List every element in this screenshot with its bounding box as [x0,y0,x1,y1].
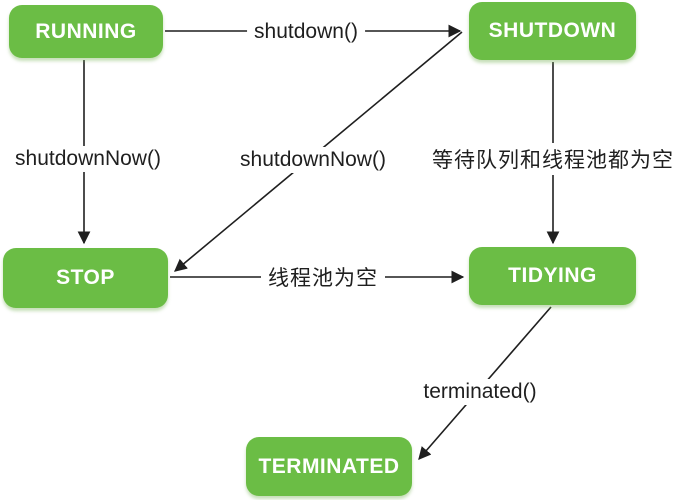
edge-label-queue-and-pool-empty: 等待队列和线程池都为空 [425,143,677,175]
edge-label-shutdownnow-middle: shutdownNow() [233,147,393,173]
state-node-stop: STOP [3,248,168,308]
edge-label-shutdownnow-left: shutdownNow() [8,146,168,172]
state-node-running: RUNNING [9,5,163,58]
state-node-terminated: TERMINATED [246,437,412,496]
edge-label-pool-empty: 线程池为空 [261,261,385,293]
edge-label-shutdown: shutdown() [247,19,365,45]
edge-label-terminated: terminated() [416,379,544,405]
state-node-shutdown: SHUTDOWN [469,2,636,60]
state-node-tidying: TIDYING [469,247,636,305]
